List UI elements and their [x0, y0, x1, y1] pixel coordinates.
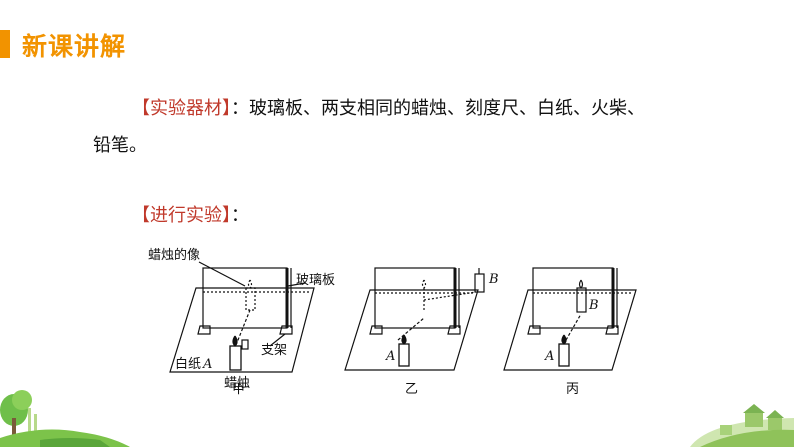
stand-right: [279, 325, 293, 335]
experiment-heading: 【进行实验】：: [132, 197, 249, 234]
figure-yi: [344, 267, 485, 371]
caption-bing: 丙: [566, 382, 579, 397]
title-accent-bar: [0, 30, 10, 58]
materials-text-1: ：玻璃板、两支相同的蜡烛、刻度尺、白纸、火柴、: [231, 98, 645, 119]
figure-jia: [169, 261, 315, 373]
experiment-label: 【进行实验】: [132, 205, 231, 226]
label-b-2: B: [488, 272, 499, 287]
grass-icon: [0, 429, 130, 447]
page-title: 新课讲解: [22, 32, 127, 61]
label-a-3: A: [544, 349, 554, 364]
materials-line-2: 铅笔。: [93, 127, 147, 164]
label-candle: 蜡烛: [224, 376, 250, 391]
table-surface-3: [503, 289, 637, 371]
label-white-paper: 白纸: [175, 356, 201, 372]
label-a-2: A: [385, 349, 395, 364]
figure-bing: [503, 267, 637, 371]
label-paper-letter: A: [202, 357, 212, 372]
label-b-3: B: [588, 298, 599, 313]
materials-label: 【实验器材】: [132, 98, 231, 119]
houses-icon: [690, 404, 794, 447]
table-surface-2: [344, 289, 479, 371]
label-glass-plate: 玻璃板: [296, 273, 335, 288]
experiment-colon: ：: [231, 205, 249, 226]
caption-yi: 乙: [405, 382, 418, 397]
label-stand: 支架: [261, 343, 287, 358]
caption-jia: 甲: [232, 382, 245, 397]
label-candle-image: 蜡烛的像: [148, 247, 200, 263]
stand-left: [197, 325, 211, 335]
materials-line-1: 【实验器材】：玻璃板、两支相同的蜡烛、刻度尺、白纸、火柴、: [132, 90, 645, 127]
table-surface: [169, 287, 315, 373]
materials-text-2: 铅笔。: [93, 135, 147, 156]
